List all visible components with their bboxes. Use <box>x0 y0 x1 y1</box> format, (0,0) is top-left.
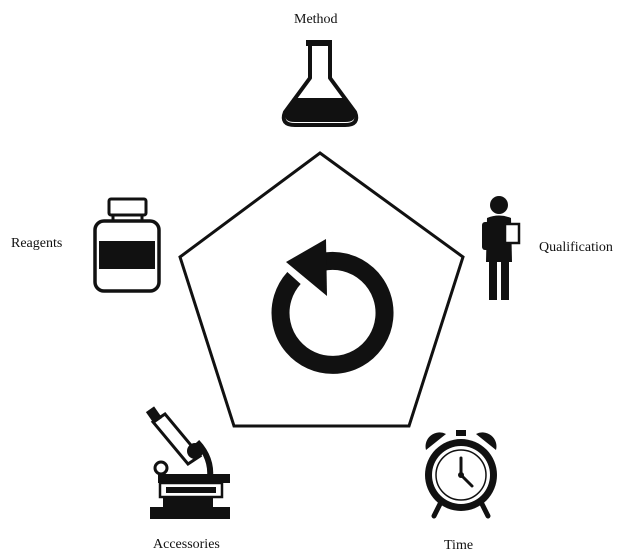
time-label: Time <box>444 538 474 553</box>
alarm-clock-icon <box>425 430 497 519</box>
reagent-jar-icon <box>93 197 161 293</box>
flask-icon <box>281 40 359 127</box>
method-label: Method <box>294 12 338 27</box>
rotate-counterclockwise-icon <box>271 239 394 374</box>
accessories-label: Accessories <box>153 537 220 552</box>
pentagon-frame <box>178 151 465 428</box>
microscope-icon <box>145 406 230 519</box>
reagents-label: Reagents <box>11 236 63 251</box>
person-clipboard-icon <box>482 196 521 300</box>
qualification-label: Qualification <box>539 240 613 255</box>
